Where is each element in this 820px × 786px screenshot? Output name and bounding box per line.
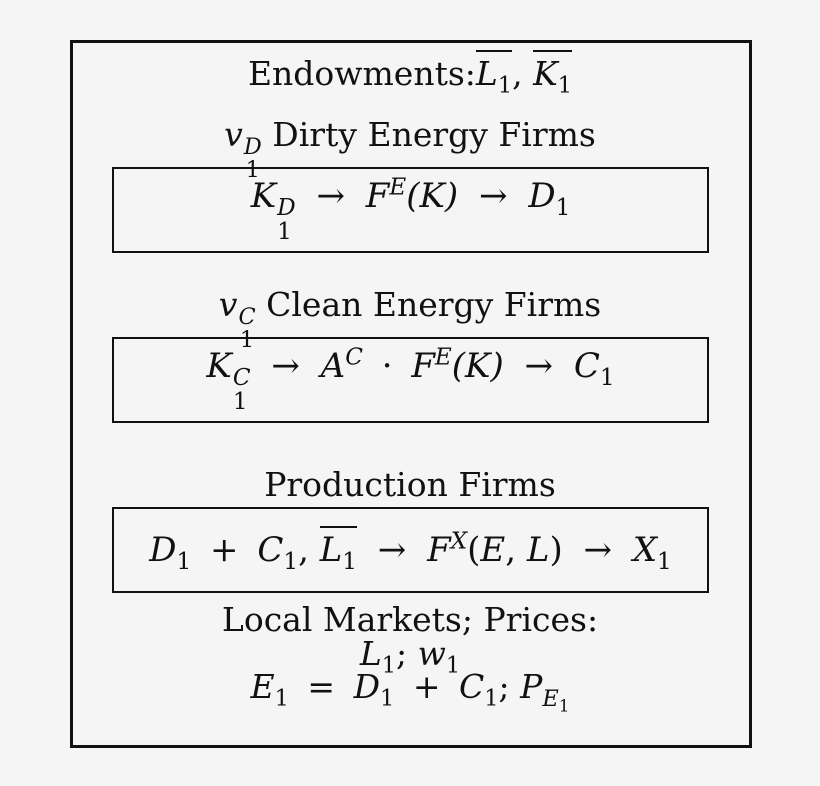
arrow-icon: → [524,345,554,386]
production-label: Production Firms [264,465,556,504]
markets-heading: Local Markets; Prices: [0,603,820,636]
markets-labor-price: L1; w1 [359,634,461,679]
arrow-icon: → [377,530,407,570]
arrow-icon: → [479,175,508,216]
dirty-energy-label: Dirty Energy Firms [272,115,596,154]
markets-label: Local Markets; Prices: [221,600,599,639]
production-box: D1 + C1, L1 → FX(E, L) → X1 [112,507,709,593]
arrow-icon: → [583,530,613,570]
endowments-heading: Endowments:L1, K1 [0,50,820,97]
arrow-icon: → [271,345,300,386]
endowment-labor: L1 [475,50,513,97]
clean-energy-label: Clean Energy Firms [266,285,602,324]
endowment-capital: K1 [533,50,573,97]
outer-frame [70,40,752,748]
endowments-label: Endowments: [247,54,476,93]
markets-energy-price: E1 = D1 + C1; PE1 [250,667,570,716]
production-formula: D1 + C1, L1 → FX(E, L) → X1 [149,526,672,573]
production-heading: Production Firms [0,468,820,501]
arrow-icon: → [316,175,345,216]
